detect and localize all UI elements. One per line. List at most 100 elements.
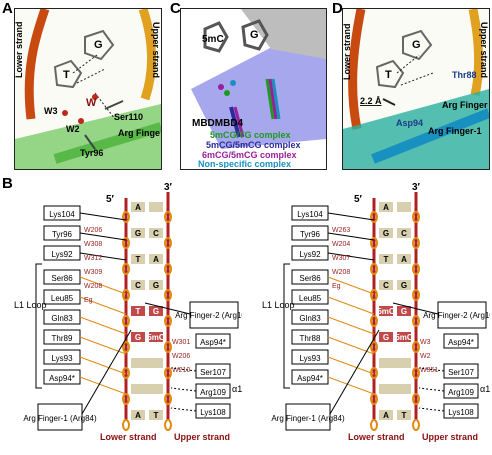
schematic-left-loop-label: L1 Loop: [14, 300, 47, 310]
schematic-left-phosphate-upper: [164, 341, 172, 353]
schematic-left-base-left: [131, 202, 145, 212]
panel-a-water-3: W3: [44, 106, 58, 116]
schematic-left-base-right: [149, 280, 163, 290]
schematic-left-base-right: [149, 410, 163, 420]
schematic-left-arg-f1-line: [81, 329, 132, 415]
schematic-right-base-right-label: T: [402, 411, 407, 420]
schematic-left-base-right: [149, 202, 163, 212]
schematic-left-phosphate-lower: [122, 315, 130, 327]
schematic-right-loop-residue-label: Asp94*: [297, 374, 323, 383]
schematic-right-asp-right-box: [443, 333, 479, 349]
schematic-left-water-left: W309: [84, 269, 102, 276]
panel-d-lower-strand: Lower strand: [342, 23, 352, 80]
schematic-left-base-left: [131, 306, 145, 316]
schematic-right-phosphate-lower: [370, 341, 378, 353]
schematic-left-base-right-label: G: [153, 281, 159, 290]
panel-c-g: G: [250, 29, 259, 41]
schematic-right-right-residue-label: Lys108: [448, 408, 474, 417]
schematic-right-phosphate-lower: [370, 263, 378, 275]
panel-c-structure: [180, 8, 327, 170]
schematic-left-alpha-label: α1: [232, 384, 242, 394]
schematic-left-base-right-label: G: [153, 307, 159, 316]
schematic-left-water-left: W312: [84, 255, 102, 262]
schematic-right-residue-label: Tyr96: [300, 230, 321, 239]
schematic-left-phosphate-lower: [122, 341, 130, 353]
schematic-left-phosphate-lower: [122, 419, 130, 431]
schematic-right-loop-bracket: [283, 263, 290, 389]
schematic-right-water-right: W2: [420, 353, 431, 360]
schematic-right-base-left: [379, 280, 393, 290]
schematic-left-base-right: [149, 254, 163, 264]
schematic-left-base-left: [131, 332, 145, 342]
schematic-left-lower-strand-label: Lower strand: [100, 432, 157, 442]
schematic-right-right-contact-line: [418, 387, 445, 392]
panel-a-water: W: [86, 97, 97, 109]
schematic-left-contact-line: [79, 232, 127, 241]
schematic-right-loop-contact-line: [327, 296, 375, 315]
schematic-right-contact-line: [327, 252, 375, 261]
schematic-left-base-right: [149, 332, 163, 342]
schematic-left-base-right: [149, 228, 163, 238]
schematic-right-base-left: [379, 254, 393, 264]
schematic-right-base-left: [379, 202, 393, 212]
panel-d-base-g: G: [412, 39, 421, 51]
schematic-right-arg-f2-line: [392, 302, 439, 315]
schematic-left-water-left: W308: [84, 241, 102, 248]
schematic-left-base-right-label: A: [153, 255, 159, 264]
schematic-right-phosphate-upper: [412, 367, 420, 379]
schematic-left-loop-bracket: [35, 263, 42, 389]
schematic-right-right-residue-label: Arg109: [448, 388, 474, 397]
schematic-right-loop-contact-line: [327, 316, 375, 335]
schematic-left-phosphate-upper: [164, 367, 172, 379]
schematic-right-base-right: [397, 410, 411, 420]
panel-a-upper-strand: Upper strand: [151, 22, 160, 78]
panel-c-labels: 5mC G MBDMBD4 5mCG/TG complex 5mCG/5mCG …: [192, 29, 301, 168]
schematic-left-water-right: W206: [172, 353, 190, 360]
schematic-right-phosphate-upper: [412, 263, 420, 275]
schematic-right-loop-residue-label: Lys93: [299, 354, 321, 363]
schematic-left-arg-f1-box: [37, 403, 83, 431]
schematic-right-base-left-label: A: [383, 411, 389, 420]
schematic-left-phosphate-lower: [122, 289, 130, 301]
panel-d-arg1: Arg Finger-1: [428, 126, 482, 136]
schematic-left-base-left-label: C: [135, 281, 141, 290]
schematic-left-three-prime: 3′: [164, 182, 173, 193]
panel-c-letter: C: [170, 0, 181, 17]
schematic-left-loop-contact-line: [79, 296, 127, 315]
schematic-left-residue-label: Lys92: [51, 250, 73, 259]
schematic-right-base-left-label: 5mC: [377, 307, 395, 316]
schematic-right-base-right: [397, 228, 411, 238]
schematic-left-loop-contact-line: [79, 276, 127, 295]
panel-d-labels: Lower strand Upper strand G T 2.2 Å Thr8…: [342, 22, 488, 136]
panel-a-ser: Ser110: [114, 112, 143, 122]
panel-a-tyr: Tyr96: [80, 148, 103, 158]
schematic-right-phosphate-lower: [370, 237, 378, 249]
panel-a-structure: [14, 8, 162, 170]
schematic-right-loop-contact-line: [327, 276, 375, 295]
schematic-right-phosphate-lower: [370, 211, 378, 223]
schematic-right-base-left-label: C: [383, 281, 389, 290]
schematic-right-loop-contact-line: [327, 376, 375, 395]
schematic-right-loop-contact-line: [327, 336, 375, 355]
schematic-right-five-prime: 5′: [354, 194, 363, 205]
schematic-left-arg-f2-line: [144, 302, 191, 315]
schematic-left-water-right: W210: [172, 367, 190, 374]
schematic-left-base-left: [131, 280, 145, 290]
schematic-right-phosphate-upper: [412, 419, 420, 431]
schematic-left-right-residue-label: Ser107: [200, 368, 226, 377]
schematic-left-loop-residue-label: Leu85: [51, 294, 74, 303]
schematic-left-phosphate-lower: [122, 263, 130, 275]
schematic-left-right-residue-label: Arg109: [200, 388, 226, 397]
schematic-left-water-right: W301: [172, 339, 190, 346]
schematic-right-loop-residue-label: Gln83: [299, 314, 321, 323]
schematic-right-water-right: W3: [420, 339, 431, 346]
schematic-right-base-right-label: 5mC: [395, 333, 413, 342]
schematic-right-three-prime: 3′: [412, 182, 421, 193]
schematic-right-base-right: [397, 254, 411, 264]
schematic-left-asp-right-label: Asp94*: [200, 338, 226, 347]
schematic-left-base-left-label: T: [136, 255, 141, 264]
schematic-right-base-left: [379, 410, 393, 420]
schematic-right-phosphate-upper: [412, 393, 420, 405]
schematic-right-residue-label: Lys104: [297, 210, 323, 219]
schematic-left-water-left: Eg: [84, 297, 93, 304]
